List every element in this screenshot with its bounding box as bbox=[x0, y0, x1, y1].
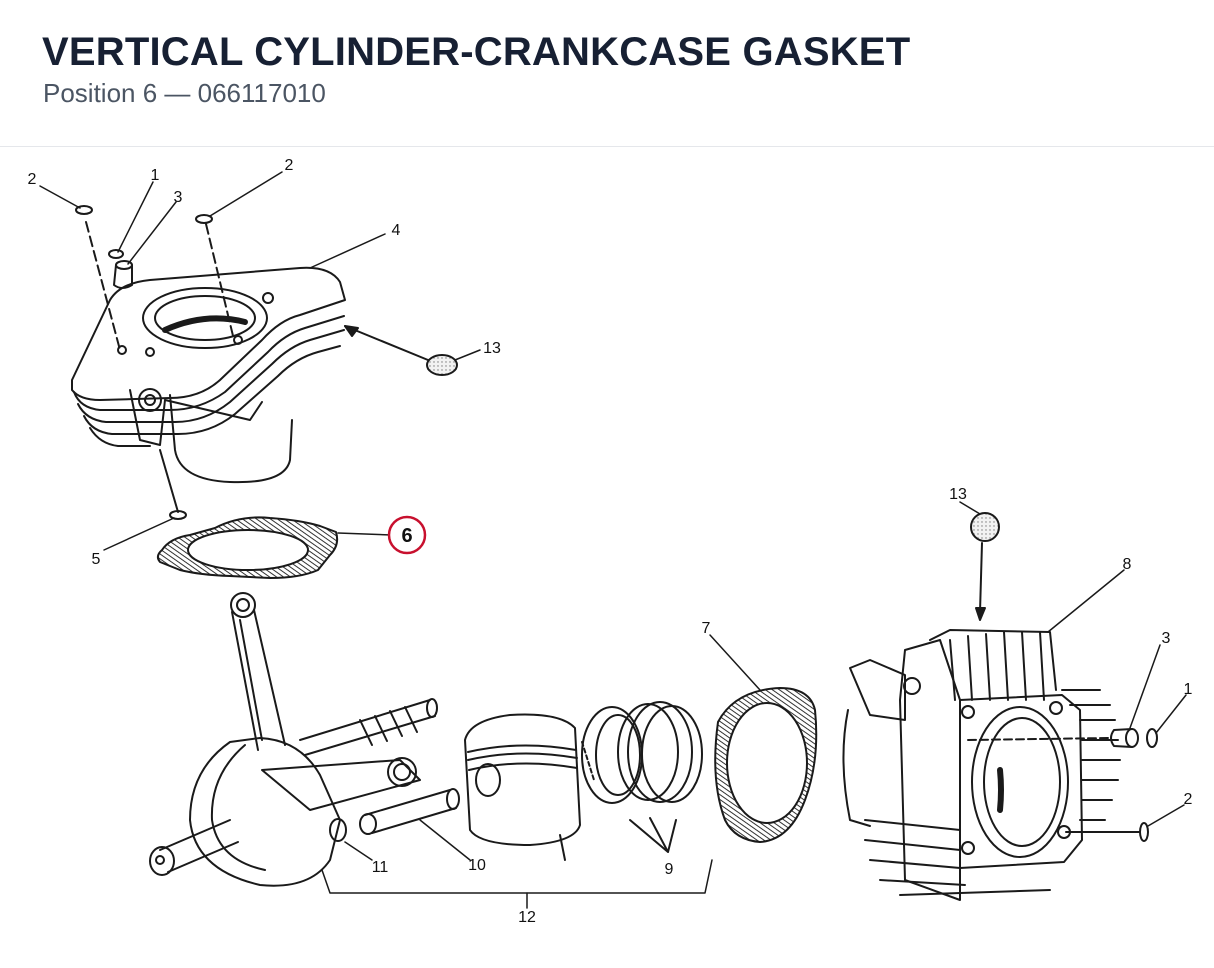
cylinder-studs bbox=[75, 205, 235, 520]
callout-2-right: 2 bbox=[1184, 791, 1193, 808]
callout-3-top: 3 bbox=[174, 189, 183, 206]
plug-13-right bbox=[970, 512, 1000, 621]
right-small-parts bbox=[1110, 728, 1158, 842]
callout-8: 8 bbox=[1123, 556, 1132, 573]
gudgeon-pin-10 bbox=[359, 788, 460, 835]
highlight-circle bbox=[387, 515, 427, 555]
callout-1-right: 1 bbox=[1184, 681, 1193, 698]
leader-lines bbox=[39, 171, 1187, 909]
piston-part bbox=[464, 713, 581, 861]
plug-13-top bbox=[344, 325, 458, 376]
header: VERTICAL CYLINDER-CRANKCASE GASKET Posit… bbox=[0, 0, 1214, 147]
exploded-parts-diagram: 2 1 3 2 4 13 5 6 13 8 7 3 1 2 11 10 9 12 bbox=[28, 157, 1193, 926]
callout-5: 5 bbox=[92, 551, 101, 568]
horizontal-cylinder-part bbox=[842, 629, 1141, 901]
vertical-cylinder-part bbox=[71, 266, 346, 484]
callout-3-right: 3 bbox=[1162, 630, 1171, 647]
page-subtitle: Position 6 — 066117010 bbox=[43, 78, 326, 108]
callout-6-highlighted: 6 bbox=[401, 525, 412, 547]
callout-12: 12 bbox=[518, 909, 536, 926]
callout-2-top-left: 2 bbox=[28, 171, 37, 188]
gasket-7-part bbox=[714, 687, 818, 843]
callout-2-top-right: 2 bbox=[285, 157, 294, 174]
crankshaft-part bbox=[149, 592, 438, 887]
callout-9: 9 bbox=[665, 861, 674, 878]
piston-rings-9 bbox=[581, 701, 703, 853]
callout-4: 4 bbox=[392, 222, 401, 239]
gasket-6-part bbox=[156, 516, 339, 579]
callout-11: 11 bbox=[372, 859, 389, 876]
callout-1-top: 1 bbox=[151, 167, 160, 184]
callout-13-right: 13 bbox=[949, 486, 967, 503]
page-title: VERTICAL CYLINDER-CRANKCASE GASKET bbox=[42, 30, 911, 74]
callout-7: 7 bbox=[702, 620, 711, 637]
callout-10: 10 bbox=[468, 857, 486, 874]
callout-13-top: 13 bbox=[483, 340, 501, 357]
